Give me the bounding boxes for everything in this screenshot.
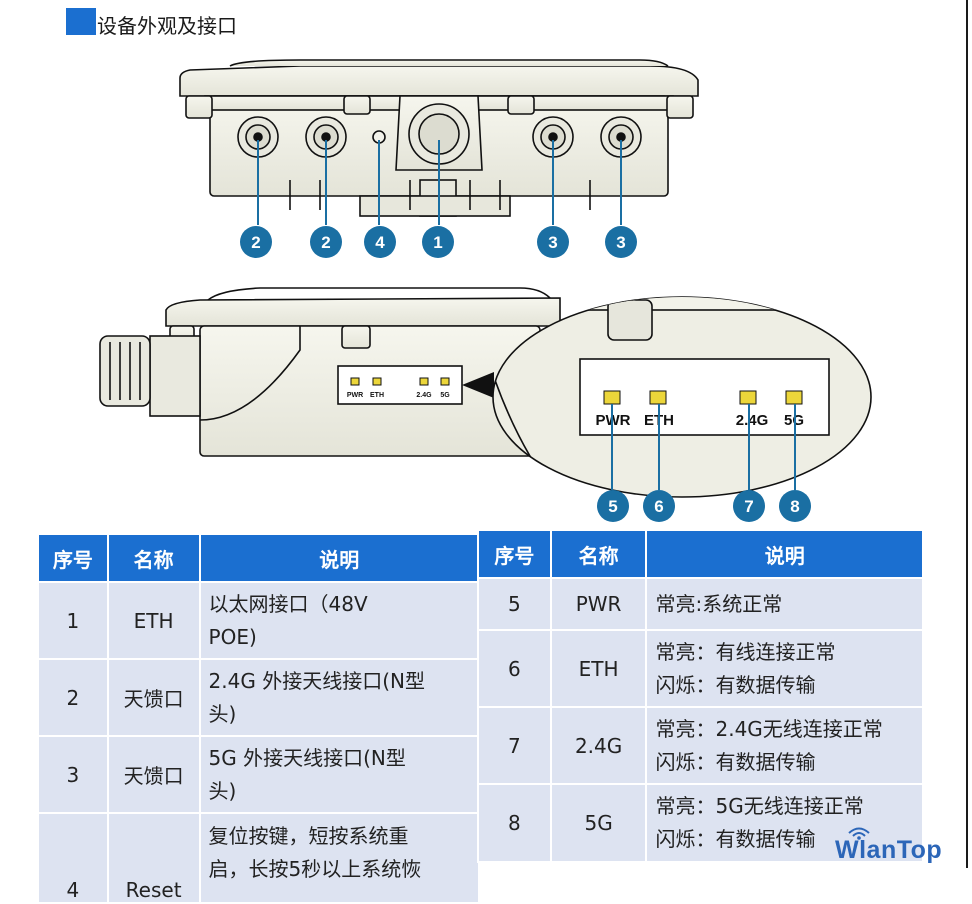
row-no: 8 [477,783,552,863]
callout-1: 1 [422,226,454,258]
table-row: 3 天馈口 5G 外接天线接口(N型头) [37,735,481,814]
antenna-port-3-left [532,116,574,158]
antenna-port-2-left [237,116,279,158]
row-name: PWR [549,577,648,631]
callout-7: 7 [733,490,765,522]
callout-3b: 3 [605,226,637,258]
row-desc: 常亮：2.4G无线连接正常闪烁：有数据传输 [645,706,924,785]
row-desc: 2.4G 外接天线接口(N型头) [198,658,481,737]
table-row: 5 PWR 常亮:系统正常 [477,577,924,631]
row-name: Reset [106,812,201,904]
row-desc: 5G 外接天线接口(N型头) [198,735,481,814]
svg-text:ETH: ETH [370,392,384,399]
col-header-desc: 说明 [645,529,924,579]
svg-text:4: 4 [375,233,385,252]
led-table: 序号 名称 说明 5 PWR 常亮:系统正常 6 ETH 常亮：有线连接正常闪烁… [477,529,924,863]
callout-8: 8 [779,490,811,522]
svg-text:8: 8 [790,497,799,516]
row-name: ETH [549,629,648,708]
table-row: 4 Reset 复位按键，短按系统重启，长按5秒以上系统恢 [37,812,481,904]
row-desc: 常亮：有线连接正常闪烁：有数据传输 [645,629,924,708]
row-no: 6 [477,629,552,708]
col-header-desc: 说明 [198,533,481,583]
table-header-row: 序号 名称 说明 [477,529,924,579]
device-side-view [99,287,561,457]
callout-2a: 2 [240,226,272,258]
svg-text:5: 5 [608,497,617,516]
page-edge-rule [966,0,968,868]
row-name: 天馈口 [106,658,201,737]
row-no: 3 [37,735,109,814]
col-header-name: 名称 [106,533,201,583]
svg-text:2.4G: 2.4G [416,392,432,399]
col-header-no: 序号 [37,533,109,583]
side-led-panel: PWR ETH 2.4G 5G [347,377,450,399]
row-no: 5 [477,577,552,631]
antenna-port-2-right [305,116,347,158]
row-name: 2.4G [549,706,648,785]
row-desc: 常亮：5G无线连接正常闪烁：有数据传输 [645,783,924,863]
table-row: 8 5G 常亮：5G无线连接正常闪烁：有数据传输 [477,783,924,863]
col-header-no: 序号 [477,529,552,579]
device-figure: 2 2 4 1 3 3 PWR ETH 2.4G 5G [99,59,872,522]
row-no: 2 [37,658,109,737]
callout-2b: 2 [310,226,342,258]
section-marker [66,8,96,35]
bottom-callout-lines [611,404,796,490]
row-name: ETH [106,581,201,660]
row-name: 天馈口 [106,735,201,814]
svg-text:5G: 5G [440,392,450,399]
row-no: 4 [37,812,109,904]
row-no: 1 [37,581,109,660]
watermark-logo: WlanTop [835,836,943,864]
svg-text:2: 2 [251,233,260,252]
zoom-pointer [462,372,494,398]
row-desc: 常亮:系统正常 [645,577,924,631]
svg-text:2: 2 [321,233,330,252]
top-callout-lines [257,140,622,225]
section-title: 设备外观及接口 [97,14,237,38]
svg-text:6: 6 [654,497,663,516]
callout-3a: 3 [537,226,569,258]
svg-text:3: 3 [616,233,625,252]
svg-text:7: 7 [744,497,753,516]
svg-text:1: 1 [433,233,442,252]
svg-text:3: 3 [548,233,557,252]
row-no: 7 [477,706,552,785]
svg-text:PWR: PWR [347,392,363,399]
row-desc: 复位按键，短按系统重启，长按5秒以上系统恢 [198,812,481,904]
table-row: 2 天馈口 2.4G 外接天线接口(N型头) [37,658,481,737]
table-header-row: 序号 名称 说明 [37,533,481,583]
callout-4: 4 [364,226,396,258]
callout-6: 6 [643,490,675,522]
table-row: 7 2.4G 常亮：2.4G无线连接正常闪烁：有数据传输 [477,706,924,785]
callout-5: 5 [597,490,629,522]
wifi-icon [848,827,870,840]
col-header-name: 名称 [549,529,648,579]
table-row: 6 ETH 常亮：有线连接正常闪烁：有数据传输 [477,629,924,708]
row-name: 5G [549,783,648,863]
svg-text:PWR: PWR [596,412,631,429]
svg-text:2.4G: 2.4G [736,412,769,429]
